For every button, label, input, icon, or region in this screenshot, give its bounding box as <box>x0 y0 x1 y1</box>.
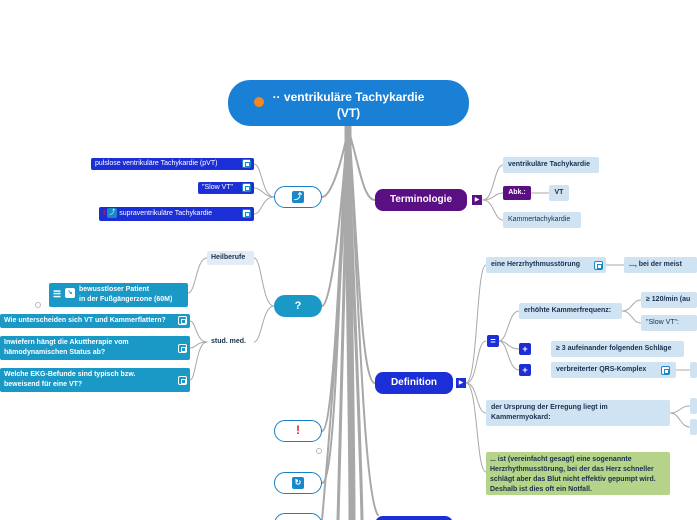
plus-node-2[interactable]: + <box>519 364 531 376</box>
term-kammertachykardie[interactable]: Kammertachykardie <box>503 212 581 228</box>
case-line-1: bewusstloser Patient <box>79 286 150 293</box>
external-link-icon <box>661 366 670 375</box>
external-link-icon <box>178 344 187 353</box>
refresh-pill[interactable]: ↻ <box>274 472 322 494</box>
warning-pill[interactable]: ! <box>274 420 322 442</box>
link-icon: ⤴ <box>292 191 304 203</box>
case-line-2: in der Fußgängerzone (60M) <box>79 296 173 303</box>
external-link-icon <box>242 159 251 168</box>
def-ursprung-child-2[interactable] <box>690 419 697 435</box>
topic-heilberufe[interactable]: Heilberufe <box>207 251 254 265</box>
def-bei-der-meist[interactable]: ..., bei der meist <box>624 257 697 273</box>
link-topic-pill[interactable]: ⤴ <box>274 186 322 208</box>
def-herzrhythmusstoerung[interactable]: eine Herzrhythmusstörung <box>486 257 606 273</box>
root-subtitle: (VT) <box>336 106 361 120</box>
warning-mark: ! <box>103 210 106 217</box>
external-link-icon <box>242 183 251 192</box>
question-pill[interactable]: ? <box>274 295 322 317</box>
term-vt[interactable]: ventrikuläre Tachykardie <box>503 157 599 173</box>
exclamation-icon: ! <box>296 423 300 437</box>
question-akuttherapie[interactable]: Inwiefern hängt die Akuttherapie vom häm… <box>0 336 190 360</box>
equals-node[interactable]: = <box>487 335 499 347</box>
collapse-toggle-icon[interactable] <box>316 448 322 454</box>
def-kammerfrequenz[interactable]: erhöhte Kammerfrequenz: <box>519 303 622 319</box>
external-link-icon <box>594 261 603 270</box>
def-qrs[interactable]: verbreiterter QRS-Komplex <box>551 362 676 378</box>
case-node[interactable]: ☰ ↘ bewusstloser Patient in der Fußgänge… <box>49 283 188 307</box>
list-icon: ☰ <box>53 289 62 299</box>
partial-pill[interactable] <box>274 513 322 520</box>
def-ursprung-child-1[interactable] <box>690 398 697 414</box>
refresh-icon: ↻ <box>292 477 304 489</box>
def-3-schlaege[interactable]: ≥ 3 aufeinander folgenden Schläge <box>551 341 684 357</box>
terminologie-node[interactable]: Terminologie <box>375 189 467 211</box>
root-node[interactable]: ·· ventrikuläre Tachykardie (VT) <box>228 80 469 126</box>
expand-arrow-icon[interactable]: ▶ <box>456 378 466 388</box>
link-icon: ↘ <box>65 288 75 298</box>
abk-value[interactable]: VT <box>549 185 569 201</box>
question-ekg-befunde[interactable]: Welche EKG-Befunde sind typisch bzw. bew… <box>0 368 190 392</box>
external-link-icon <box>242 209 251 218</box>
def-freq-120[interactable]: ≥ 120/min (au <box>641 292 697 308</box>
external-link-icon <box>178 316 187 325</box>
collapse-toggle-icon[interactable] <box>35 302 41 308</box>
partial-main-node[interactable] <box>375 516 453 520</box>
def-ursprung[interactable]: der Ursprung der Erregung liegt im Kamme… <box>486 400 670 426</box>
root-title: ·· ventrikuläre Tachykardie <box>272 90 425 104</box>
plus-node-1[interactable]: + <box>519 343 531 355</box>
topic-stud-med[interactable]: stud. med. <box>211 338 247 345</box>
definition-node[interactable]: Definition <box>375 372 453 394</box>
external-link-icon <box>178 376 187 385</box>
question-vt-kammerflattern[interactable]: Wie unterscheiden sich VT und Kammerflat… <box>0 314 190 328</box>
priority-dot-icon <box>254 97 264 107</box>
def-qrs-child[interactable] <box>690 362 697 378</box>
expand-arrow-icon[interactable]: ▶ <box>472 195 482 205</box>
topic-pvt[interactable]: pulslose ventrikuläre Tachykardie (pVT) <box>91 158 254 170</box>
topic-svt[interactable]: ! ⤴ supraventrikuläre Tachykardie <box>99 207 254 221</box>
link-icon: ⤴ <box>107 208 118 219</box>
def-slow-vt[interactable]: "Slow VT": <box>641 315 697 331</box>
abk-label[interactable]: Abk.: <box>503 186 531 200</box>
def-vereinfacht[interactable]: ... ist (vereinfacht gesagt) eine sogena… <box>486 452 670 495</box>
topic-slow-vt[interactable]: "Slow VT" <box>198 182 254 194</box>
